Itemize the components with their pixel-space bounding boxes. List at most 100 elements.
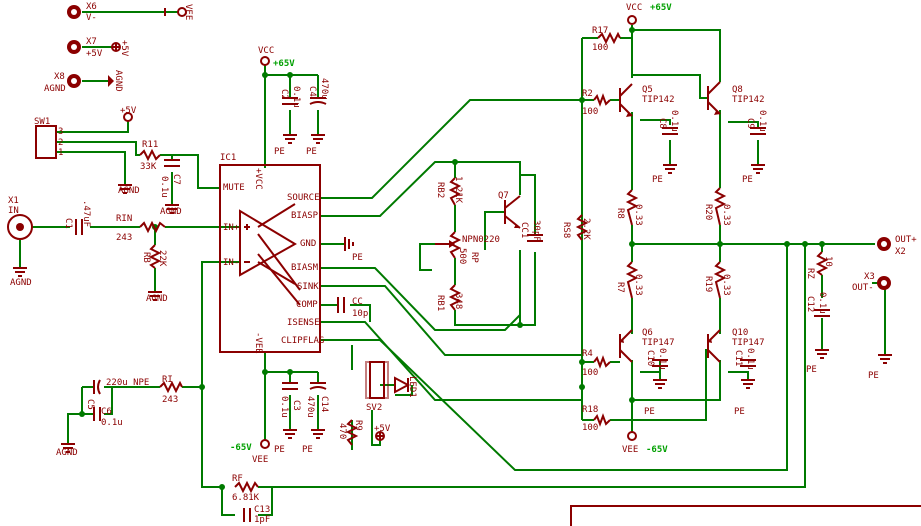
capacitor-c2[interactable]: C2 0.1u PE — [274, 86, 301, 157]
resistor-rb[interactable]: RB 22K AGND — [141, 244, 168, 304]
connector-x2[interactable]: OUT+ X2 — [877, 235, 917, 257]
sw1-agnd-label: AGND — [118, 186, 140, 196]
c11-label: C11 — [733, 350, 743, 366]
q6-value: TIP147 — [642, 338, 675, 348]
rb-value: 22K — [157, 250, 167, 267]
capacitor-c7[interactable]: C7 0.1u AGND — [159, 159, 182, 217]
sw1-5v-label: +5V — [120, 106, 137, 116]
connector-x3[interactable]: X3 OUT- PE — [852, 272, 892, 381]
transistor-q5[interactable]: Q5 TIP142 — [619, 83, 675, 117]
capacitor-cc[interactable]: CC 10p — [337, 297, 368, 319]
r20-label: R20 — [703, 204, 713, 220]
resistor-rin[interactable]: RIN 243 — [116, 214, 166, 243]
q5-value: TIP142 — [642, 95, 675, 105]
resistor-r4[interactable]: R4 100 — [582, 349, 611, 378]
capacitor-c11[interactable]: C11 0.1u PE — [733, 348, 756, 417]
resistor-rf[interactable]: RF 6.81K — [232, 474, 260, 503]
resistor-rb1[interactable]: RB1 348 — [435, 284, 463, 311]
capacitor-c6[interactable]: C6 0.1u AGND — [56, 407, 123, 458]
r7-label: R7 — [615, 282, 625, 293]
resistor-r17[interactable]: R17 100 — [592, 26, 621, 53]
c1-label: C1 — [63, 218, 73, 229]
resistor-r7[interactable]: R7 0.33 — [615, 261, 643, 299]
rb2-label: RB2 — [435, 182, 445, 198]
capacitor-c1[interactable]: C1 .47uF — [63, 200, 91, 235]
capacitor-c10[interactable]: C10 0.1u PE — [644, 348, 668, 417]
resistor-rb2[interactable]: RB2 1.21K — [435, 176, 463, 206]
resistor-r20[interactable]: R20 0.33 — [703, 187, 731, 226]
resistor-rz[interactable]: RZ 10 — [805, 251, 833, 279]
header-sv2[interactable]: SV2 — [365, 361, 389, 413]
x1-label: X1 — [8, 196, 19, 206]
capacitor-c8[interactable]: C8 0.1u PE — [652, 110, 679, 185]
c11-value: 0.1u — [745, 348, 755, 370]
r8-value: 0.33 — [633, 204, 643, 226]
connector-x8[interactable]: X8 AGND AGND — [44, 70, 123, 94]
transistor-q6[interactable]: Q6 TIP147 — [619, 328, 675, 363]
capacitor-c14[interactable]: 470u C14 PE — [302, 382, 329, 455]
capacitor-c12[interactable]: C12 0.1u PE — [805, 292, 830, 375]
vcc-top-supply: VCC +65V — [626, 3, 672, 25]
transistor-q7[interactable]: Q7 — [498, 191, 521, 229]
r19-label: R19 — [703, 276, 713, 292]
r18-value: 100 — [582, 423, 598, 433]
c10-pe-label: PE — [644, 407, 655, 417]
resistor-r2[interactable]: R2 100 — [582, 89, 611, 117]
vcc-top-label: VCC — [626, 3, 642, 13]
resistor-r8[interactable]: R8 0.33 — [615, 189, 643, 226]
capacitor-c13[interactable]: C13 1pF — [243, 505, 270, 525]
capacitor-c3[interactable]: 0.1u C3 PE — [274, 382, 301, 455]
connector-x1[interactable]: X1 IN AGND — [7, 196, 33, 288]
resistor-rs8[interactable]: RS8 2.2K — [561, 214, 591, 241]
vcc-top-value: +65V — [650, 3, 672, 13]
resistor-r18[interactable]: R18 100 — [582, 405, 611, 433]
sheet-frame — [570, 505, 921, 526]
capacitor-c4[interactable]: C4 470u PE — [306, 78, 329, 157]
c10-value: 0.1u — [657, 348, 667, 370]
c13-label: C13 — [254, 505, 270, 515]
ic1[interactable]: IC1 MUTE IN+ IN- SOURCE BIASP GND BIASM … — [219, 153, 324, 354]
cc-label: CC — [352, 297, 363, 307]
capacitor-c5[interactable]: 220u NPE C5 — [85, 378, 149, 410]
resistor-r11[interactable]: R11 33K — [139, 140, 161, 172]
sv2-label: SV2 — [366, 403, 382, 413]
connector-x7[interactable]: X7 +5V +5V — [67, 37, 129, 59]
r18-label: R18 — [582, 405, 598, 415]
gnd-pe-label: PE — [352, 253, 363, 263]
c8-value: 0.1u — [669, 110, 679, 132]
capacitor-c9[interactable]: C9 0.1u PE — [742, 110, 767, 185]
transistor-q8[interactable]: Q8 TIP142 — [707, 81, 765, 115]
c9-label: C9 — [745, 118, 755, 129]
rp-label: RP — [469, 252, 479, 263]
vcc-supply: VCC +65V — [258, 46, 295, 69]
resistor-ri[interactable]: RI 243 — [159, 375, 183, 405]
x6-label: X6 — [86, 2, 97, 12]
cc1-value: 30pF — [531, 220, 541, 242]
x7-label: X7 — [86, 37, 97, 47]
resistor-r9[interactable]: 470 R9 — [337, 419, 363, 446]
potentiometer-rp[interactable]: NPN0220 500 RP — [435, 231, 500, 264]
transistor-q10[interactable]: Q10 TIP147 — [707, 328, 765, 363]
x1-agnd-label: AGND — [10, 278, 32, 288]
ic1-pin-vee: -VEE — [253, 332, 263, 354]
rz-label: RZ — [805, 268, 815, 279]
r4-label: R4 — [582, 349, 593, 359]
q8-label: Q8 — [732, 85, 743, 95]
sv2-5v-label: +5V — [374, 424, 391, 434]
junctions — [79, 27, 825, 490]
q10-value: TIP147 — [732, 338, 765, 348]
c6-agnd-label: AGND — [56, 448, 78, 458]
capacitor-cc1[interactable]: CC1 30pF — [519, 220, 543, 242]
x3-label: X3 — [864, 272, 875, 282]
resistor-r19[interactable]: R19 0.33 — [703, 261, 731, 299]
r2-label: R2 — [582, 89, 593, 99]
switch-sw1[interactable]: SW1 3 2 1 +5V AGND — [34, 106, 140, 196]
ic1-label: IC1 — [220, 153, 236, 163]
ri-value: 243 — [162, 395, 178, 405]
led1[interactable]: LED1 — [394, 376, 417, 398]
rb1-label: RB1 — [435, 295, 445, 311]
sw1-label: SW1 — [34, 117, 50, 127]
x8-pin-label: AGND — [44, 84, 66, 94]
c12-label: C12 — [805, 296, 815, 312]
connector-x6[interactable]: X6 V- VEE — [67, 2, 193, 23]
